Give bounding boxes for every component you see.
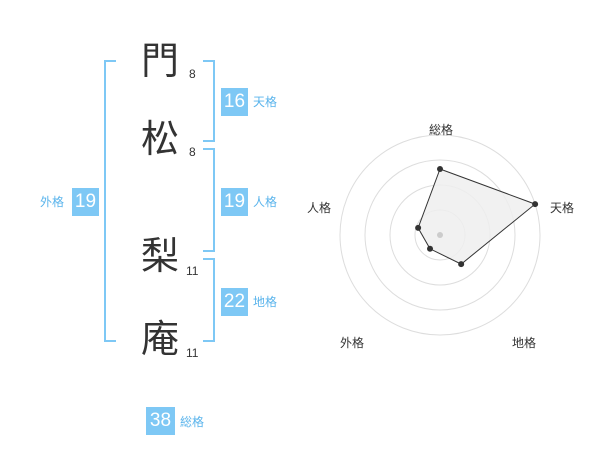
radar-grid-ring xyxy=(339,134,541,336)
radar-point xyxy=(532,201,539,208)
radar-point xyxy=(427,245,434,252)
stroke-count-1: 8 xyxy=(189,67,196,81)
chikaku-label: 地格 xyxy=(253,295,278,309)
radar-axis-label-jinkaku: 人格 xyxy=(307,200,331,215)
chikaku-value: 22 xyxy=(221,288,248,316)
name-char-4: 庵 xyxy=(140,317,179,361)
stroke-count-2: 8 xyxy=(189,145,196,159)
radar-axis-label-chikaku: 地格 xyxy=(512,335,536,350)
radar-points xyxy=(415,166,539,268)
gaikaku-label: 外格 xyxy=(40,195,65,209)
radar-point xyxy=(415,224,422,231)
radar-point xyxy=(458,261,465,268)
jinkaku-bracket xyxy=(203,148,215,252)
gaikaku-value: 19 xyxy=(72,188,99,216)
name-char-3: 梨 xyxy=(140,234,179,278)
stroke-count-3: 11 xyxy=(186,264,199,278)
name-char-2: 松 xyxy=(140,117,179,161)
radar-center xyxy=(437,232,443,238)
radar-point xyxy=(437,166,443,172)
radar-axis-label-gaikaku: 外格 xyxy=(340,335,364,350)
soukaku-value: 38 xyxy=(146,407,175,435)
tenkaku-label: 天格 xyxy=(253,95,278,109)
jinkaku-value: 19 xyxy=(221,188,248,216)
radar-shape xyxy=(417,168,537,265)
name-char-1: 門 xyxy=(140,39,179,83)
gaikaku-bracket xyxy=(104,60,116,342)
tenkaku-bracket xyxy=(203,60,215,142)
stroke-count-4: 11 xyxy=(186,346,199,360)
jinkaku-label: 人格 xyxy=(253,195,278,209)
tenkaku-value: 16 xyxy=(221,88,248,116)
chikaku-bracket xyxy=(203,258,215,342)
radar-axis-label-soukaku: 総格 xyxy=(429,122,453,137)
soukaku-label: 総格 xyxy=(180,415,205,429)
radar-axis-label-tenkaku: 天格 xyxy=(550,200,574,215)
radar-grid-ring xyxy=(364,159,516,311)
